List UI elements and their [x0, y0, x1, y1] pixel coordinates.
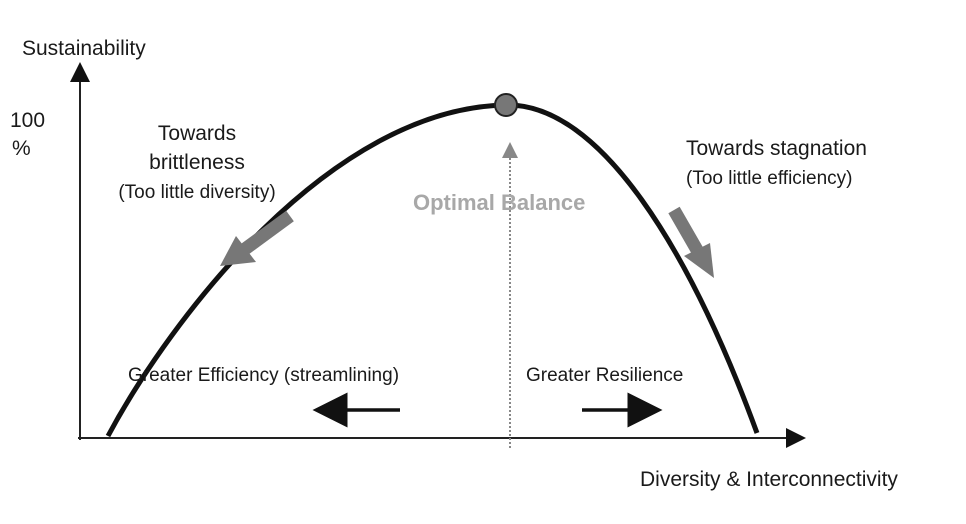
x-axis-label: Diversity & Interconnectivity [640, 468, 898, 491]
y-tick-100: 100 [10, 109, 46, 132]
brittleness-arrow-icon [220, 210, 294, 266]
peak-dot [494, 93, 518, 117]
y-axis-label: Sustainability [22, 37, 146, 60]
stagnation-arrow-icon [668, 206, 714, 278]
left-note-line1: Towards [157, 122, 237, 145]
right-note-line2: (Too little efficiency) [686, 168, 853, 189]
y-tick-percent: % [12, 137, 31, 160]
right-note-line1: Towards stagnation [686, 137, 867, 160]
optimal-balance-label: Optimal Balance [413, 190, 586, 215]
resilience-label: Greater Resilience [526, 365, 684, 386]
left-note-line3: (Too little diversity) [118, 182, 276, 203]
efficiency-label: Greater Efficiency (streamlining) [128, 365, 400, 386]
left-note-line2: brittleness [149, 151, 245, 174]
